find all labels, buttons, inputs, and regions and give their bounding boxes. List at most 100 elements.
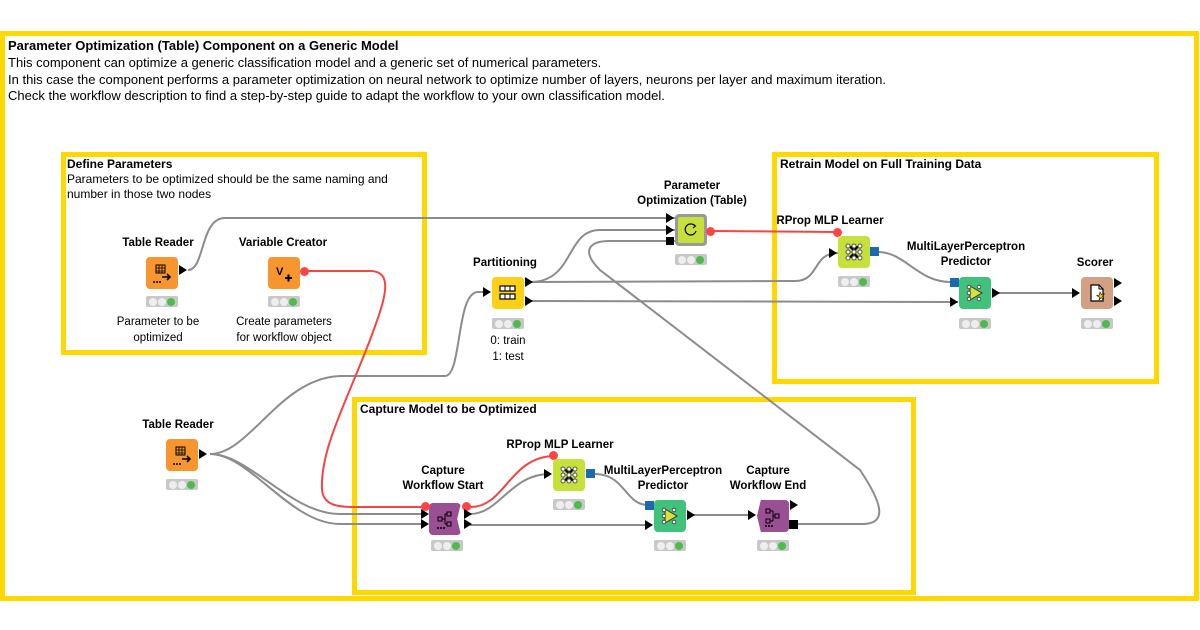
output-port[interactable] — [1114, 296, 1122, 306]
node-mlp-predictor-retrain[interactable] — [959, 277, 991, 309]
description-line: This component can optimize a generic cl… — [8, 55, 602, 70]
node-label: Scorer — [1076, 257, 1114, 269]
workflow-output-port[interactable] — [789, 520, 798, 529]
varwire-capture-to-rprop — [470, 455, 556, 508]
table-reader-icon — [153, 264, 172, 283]
input-port[interactable] — [748, 510, 756, 520]
node-capture-workflow-start[interactable] — [429, 503, 461, 535]
variable-output-port[interactable] — [300, 267, 309, 276]
table-reader-icon — [173, 446, 192, 465]
node-label: Variable Creator — [238, 237, 328, 249]
node-status — [146, 296, 178, 307]
node-status — [959, 318, 991, 329]
capture-title: Capture Model to be Optimized — [360, 402, 537, 416]
label-line: MultiLayerPerceptron — [603, 465, 723, 477]
node-table-reader-data[interactable] — [166, 439, 198, 471]
loop-icon — [684, 223, 697, 236]
variable-input-port[interactable] — [549, 451, 558, 460]
output-port[interactable] — [1114, 278, 1122, 288]
variable-output-port[interactable] — [706, 227, 715, 236]
node-status — [166, 479, 198, 490]
desc-line: for workflow object — [236, 332, 332, 344]
desc-line: Create parameters — [236, 316, 332, 328]
input-port[interactable] — [1072, 288, 1080, 298]
predictor-icon — [966, 284, 983, 302]
define-parameters-title: Define Parameters — [67, 157, 173, 171]
node-mlp-predictor-capture[interactable] — [654, 500, 686, 532]
retrain-title: Retrain Model on Full Training Data — [780, 157, 982, 171]
node-capture-workflow-end[interactable] — [757, 500, 789, 532]
partition-icon — [499, 285, 516, 300]
define-parameters-annotation[interactable] — [61, 152, 427, 355]
node-label: Partitioning — [473, 257, 537, 269]
label-line: Parameter — [663, 180, 721, 192]
variable-input-port[interactable] — [833, 228, 842, 237]
node-rprop-learner-capture[interactable] — [553, 459, 585, 491]
input-port[interactable] — [666, 225, 674, 235]
node-status — [268, 296, 300, 307]
workflow-title: Parameter Optimization (Table) Component… — [8, 38, 399, 53]
model-output-port[interactable] — [586, 469, 595, 478]
variable-input-port[interactable] — [421, 502, 430, 511]
input-port[interactable] — [544, 469, 552, 479]
define-parameters-text: Parameters to be optimized should be the… — [67, 172, 388, 202]
node-variable-creator[interactable]: V — [268, 257, 300, 289]
wire-tablereader-to-paramopt — [187, 217, 675, 271]
variable-output-port[interactable] — [462, 502, 471, 511]
node-label: Table Reader — [142, 419, 214, 431]
capture-annotation[interactable] — [352, 397, 916, 595]
node-scorer[interactable] — [1081, 277, 1113, 309]
input-port[interactable] — [483, 287, 491, 297]
wire-capture-end-to-paramopt — [588, 240, 881, 525]
input-port[interactable] — [666, 213, 674, 223]
output-port[interactable] — [199, 449, 207, 459]
node-status — [757, 540, 789, 551]
workflow-input-port[interactable] — [666, 237, 674, 245]
model-input-port[interactable] — [950, 278, 959, 287]
input-port[interactable] — [421, 509, 429, 519]
output-port[interactable] — [464, 519, 472, 529]
workflow-annotation — [0, 31, 1199, 601]
input-port[interactable] — [950, 297, 958, 307]
label-line: Optimization (Table) — [637, 195, 747, 207]
wire-rprop-to-predictor-retrain — [877, 251, 951, 283]
node-table-reader-params[interactable] — [146, 257, 178, 289]
label-line: Capture — [746, 465, 790, 477]
output-port[interactable] — [790, 500, 798, 510]
output-port[interactable] — [992, 288, 1000, 298]
model-input-port[interactable] — [645, 501, 654, 510]
node-rprop-learner-retrain[interactable] — [838, 236, 870, 268]
node-status — [431, 540, 463, 551]
node-status — [838, 276, 870, 287]
input-port[interactable] — [421, 519, 429, 529]
output-port-train[interactable] — [525, 277, 533, 287]
node-partitioning[interactable] — [492, 277, 524, 309]
scorer-icon — [1090, 284, 1106, 302]
wire-rprop-to-predictor-capture — [594, 473, 649, 506]
output-port-test[interactable] — [525, 296, 533, 306]
varwire-paramopt-to-rprop-retrain — [710, 230, 839, 233]
svg-text:V: V — [276, 266, 284, 278]
label-line: Workflow Start — [402, 480, 484, 492]
retrain-annotation[interactable] — [772, 152, 1159, 384]
annotation-line: number in those two nodes — [67, 187, 212, 201]
output-port[interactable] — [687, 510, 695, 520]
input-port[interactable] — [829, 248, 837, 258]
node-status — [492, 318, 524, 329]
varwire-creator-to-capture — [305, 270, 427, 508]
description-line: Check the workflow description to find a… — [8, 88, 665, 103]
model-output-port[interactable] — [870, 247, 879, 256]
node-status — [654, 540, 686, 551]
wire-partition-to-paramopt — [529, 229, 675, 283]
node-status — [675, 254, 707, 265]
wire-tablereader-to-partition — [209, 291, 486, 455]
annotation-line: Parameters to be optimized should be the… — [67, 172, 388, 186]
node-parameter-optimization[interactable] — [675, 214, 707, 246]
output-port[interactable] — [464, 509, 472, 519]
input-port[interactable] — [645, 520, 653, 530]
output-port[interactable] — [179, 265, 187, 275]
